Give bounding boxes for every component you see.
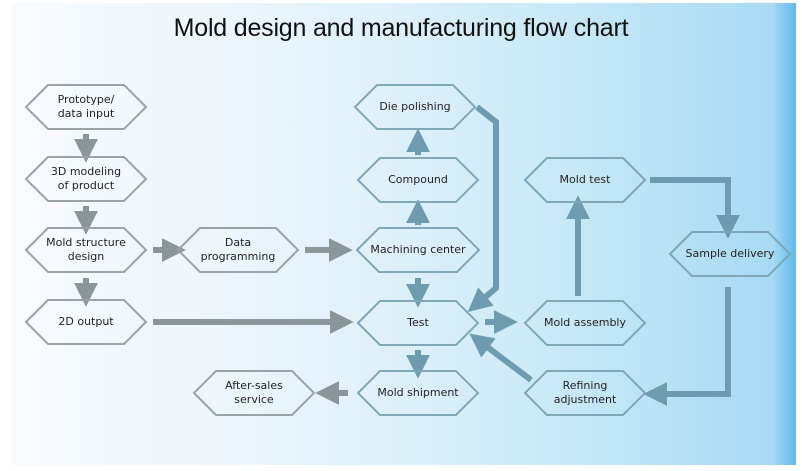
node-refining-shape bbox=[523, 370, 647, 416]
node-refining-label: Refining adjustment bbox=[553, 379, 617, 406]
arrow-polishing-to-test bbox=[467, 104, 499, 312]
node-moldtest-shape bbox=[523, 157, 647, 203]
arrow-moldtest-to-sample bbox=[650, 177, 740, 239]
diagram-title: Mold design and manufacturing flow chart bbox=[173, 14, 629, 42]
node-prototype-label: Prototype/ data input bbox=[57, 93, 115, 120]
arrow-sample-to-refining bbox=[643, 287, 731, 406]
node-structure-label: Mold structure design bbox=[46, 236, 126, 263]
node-programming-shape bbox=[176, 227, 300, 273]
node-assembly-shape bbox=[523, 300, 647, 346]
node-polishing-shape bbox=[353, 84, 477, 130]
node-aftersales-shape bbox=[192, 370, 316, 416]
node-machining-shape bbox=[355, 227, 481, 273]
node-sample-label: Sample delivery bbox=[685, 247, 775, 260]
node-programming-label: Data programming bbox=[200, 236, 276, 263]
node-assembly-label: Mold assembly bbox=[544, 316, 626, 329]
node-modeling-label: 3D modeling of product bbox=[50, 165, 122, 192]
node-polishing-label: Die polishing bbox=[379, 100, 451, 113]
node-output2d-shape bbox=[24, 299, 148, 345]
node-test-shape bbox=[356, 300, 480, 346]
node-shipment-shape bbox=[356, 370, 480, 416]
node-structure-shape bbox=[24, 227, 148, 273]
node-machining-label: Machining center bbox=[370, 243, 466, 256]
node-modeling-shape bbox=[24, 156, 148, 202]
node-prototype-shape bbox=[24, 84, 148, 130]
node-sample-shape bbox=[668, 231, 792, 277]
node-shipment-label: Mold shipment bbox=[377, 386, 459, 399]
node-compound-label: Compound bbox=[388, 173, 448, 186]
node-test-label: Test bbox=[407, 316, 429, 329]
node-output2d-label: 2D output bbox=[58, 315, 114, 328]
node-aftersales-label: After-sales service bbox=[225, 379, 283, 406]
node-compound-shape bbox=[356, 157, 480, 203]
node-moldtest-label: Mold test bbox=[559, 173, 611, 186]
arrow-refining-to-test bbox=[469, 333, 533, 383]
